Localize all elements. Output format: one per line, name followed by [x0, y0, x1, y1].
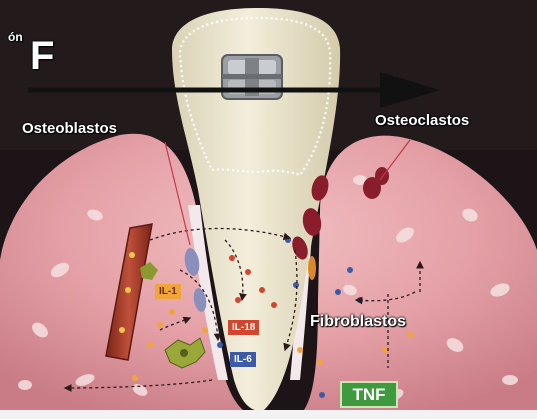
- bottom-strip: [0, 410, 537, 419]
- cytokine-il18-label: IL-18: [228, 320, 259, 335]
- cytokine-tnf-badge: TNF: [340, 381, 398, 408]
- osteoblasts-label: Osteoblastos: [22, 120, 117, 137]
- cytokine-il1-label: IL-1: [155, 284, 181, 299]
- force-label: F: [30, 36, 54, 76]
- fibroblasts-label: Fibroblastos: [310, 313, 406, 331]
- force-prefix-label: ón: [8, 30, 23, 44]
- osteoclasts-label: Osteoclastos: [375, 112, 469, 129]
- cytokine-il6-label: IL-6: [230, 352, 256, 367]
